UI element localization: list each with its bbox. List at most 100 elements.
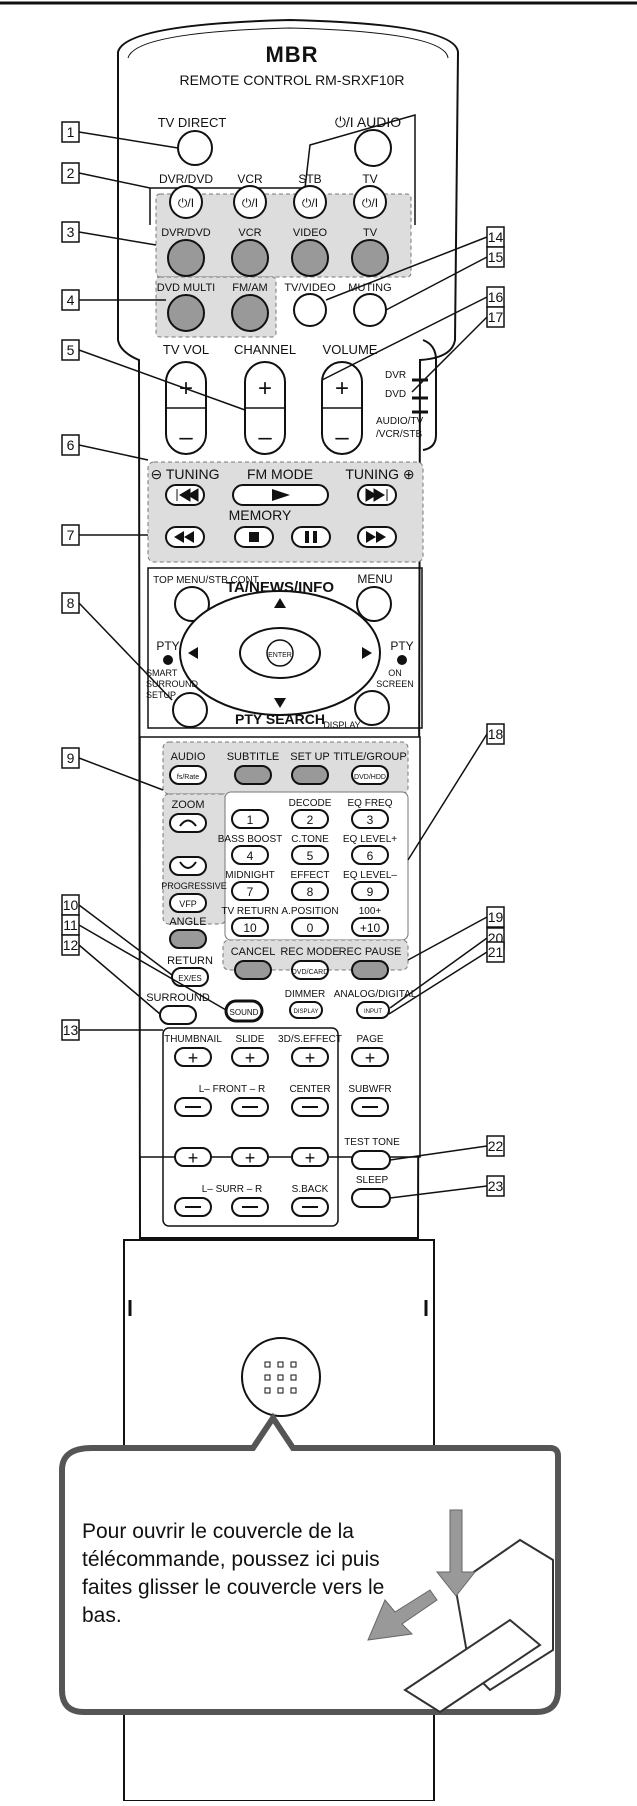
angle-button[interactable] <box>169 929 207 949</box>
callout-number-2: 2 <box>67 165 75 181</box>
rec-mode-button[interactable] <box>291 960 329 980</box>
callout-number-7: 7 <box>67 527 75 543</box>
number-key[interactable] <box>231 881 269 901</box>
level-plus-glyph: + <box>188 1148 199 1168</box>
number-key-label: +10 <box>360 921 381 935</box>
source-button-dvr[interactable] <box>167 239 205 277</box>
subtitle-button[interactable] <box>234 765 272 785</box>
analog-digital-label: ANALOG/DIGITAL <box>334 989 417 1000</box>
level-plus-glyph: + <box>245 1148 256 1168</box>
callout-number-22: 22 <box>488 1138 504 1154</box>
callout-number-5: 5 <box>67 342 75 358</box>
level-plus-button[interactable] <box>174 1047 212 1067</box>
rewind-icon <box>174 531 194 543</box>
top-menu-button[interactable] <box>174 586 210 622</box>
level-plus-button[interactable] <box>351 1047 389 1067</box>
audio-button[interactable] <box>169 765 207 785</box>
on-screen-button[interactable] <box>354 690 390 726</box>
cover-grips <box>128 1300 428 1316</box>
number-key[interactable] <box>231 845 269 865</box>
display-button[interactable] <box>289 1001 323 1019</box>
progressive-label: PROGRESSIVE <box>161 881 227 891</box>
angle-label: ANGLE <box>169 916 206 928</box>
menu-button[interactable] <box>356 586 392 622</box>
cancel-button[interactable] <box>234 960 272 980</box>
callout-number-1: 1 <box>67 124 75 140</box>
callout-line-9 <box>78 757 164 791</box>
power-button-stb[interactable] <box>293 185 327 219</box>
level-plus-button[interactable] <box>291 1147 329 1167</box>
power-button-vcr[interactable] <box>233 185 267 219</box>
callout-number-9: 9 <box>67 750 75 766</box>
source-button-video[interactable] <box>291 239 329 277</box>
audio-power-button[interactable] <box>354 129 392 167</box>
power-label-stb: STB <box>298 172 321 186</box>
number-key[interactable] <box>351 845 389 865</box>
dvd-multi-button[interactable] <box>167 294 205 332</box>
numpad-label: C.TONE <box>291 834 329 845</box>
surround-button[interactable] <box>159 1005 197 1025</box>
switch-dvd: DVD <box>385 389 406 400</box>
level-plus-button[interactable] <box>174 1147 212 1167</box>
tv-video-button[interactable] <box>293 293 327 327</box>
cover-push-area[interactable] <box>241 1337 321 1417</box>
callout-number-13: 13 <box>63 1022 79 1038</box>
tv-direct-button[interactable] <box>177 130 213 166</box>
return-button[interactable] <box>171 967 209 987</box>
zoom-in-button[interactable] <box>169 813 207 833</box>
mode-switch[interactable] <box>412 378 428 414</box>
level-plus-button[interactable] <box>231 1047 269 1067</box>
vfp-button[interactable] <box>169 893 207 913</box>
callout-number-21: 21 <box>488 944 504 960</box>
sleep-button[interactable] <box>351 1188 391 1208</box>
number-key[interactable] <box>351 809 389 829</box>
source-button-tv[interactable] <box>351 239 389 277</box>
number-key[interactable] <box>351 917 389 937</box>
callout-line-18 <box>407 733 488 861</box>
zoom-out-button[interactable] <box>169 856 207 876</box>
number-key[interactable] <box>291 881 329 901</box>
pty-minus-icon <box>163 655 173 665</box>
number-key-label: 0 <box>307 921 314 935</box>
fm-am-button[interactable] <box>231 294 269 332</box>
setup-button[interactable] <box>291 765 329 785</box>
test-tone-button[interactable] <box>351 1150 391 1170</box>
source-label-vcr: VCR <box>238 227 261 239</box>
sound-button[interactable] <box>224 999 264 1023</box>
number-key[interactable] <box>231 917 269 937</box>
level-plus-button[interactable] <box>231 1147 269 1167</box>
muting-button[interactable] <box>353 293 387 327</box>
enter-button[interactable] <box>266 639 294 667</box>
number-key[interactable] <box>351 881 389 901</box>
rec-pause-button[interactable] <box>351 960 389 980</box>
number-key-label: 3 <box>367 813 374 827</box>
volume-minus: – <box>335 424 349 451</box>
page-label: PAGE <box>356 1034 383 1045</box>
source-button-vcr[interactable] <box>231 239 269 277</box>
input-button[interactable] <box>356 1001 390 1019</box>
number-key[interactable] <box>291 917 329 937</box>
number-key[interactable] <box>291 845 329 865</box>
callout-line-3 <box>78 231 157 246</box>
callout-number-11: 11 <box>63 917 78 933</box>
title-group-button[interactable] <box>351 765 389 785</box>
level-plus-button[interactable] <box>291 1047 329 1067</box>
callout-line-20 <box>389 937 488 1009</box>
next-icon <box>365 488 388 502</box>
numpad-label: DECODE <box>289 798 332 809</box>
smart-surround-button[interactable] <box>172 692 208 728</box>
number-key[interactable] <box>231 809 269 829</box>
power-label-vcr: VCR <box>237 172 263 186</box>
number-key[interactable] <box>291 809 329 829</box>
channel-minus: – <box>258 424 272 451</box>
tv-video-label: TV/VIDEO <box>284 282 336 294</box>
play-icon <box>272 489 290 501</box>
pause-button[interactable] <box>291 526 331 548</box>
power-button-tv[interactable] <box>353 185 387 219</box>
power-button-dvr[interactable] <box>169 185 203 219</box>
down-arrow-icon-big <box>435 1509 477 1597</box>
transport-panel <box>147 461 424 563</box>
slide-arrow-icon <box>367 1589 438 1641</box>
thumbnail-label: THUMBNAIL <box>164 1034 222 1045</box>
callout-number-14: 14 <box>488 229 504 245</box>
